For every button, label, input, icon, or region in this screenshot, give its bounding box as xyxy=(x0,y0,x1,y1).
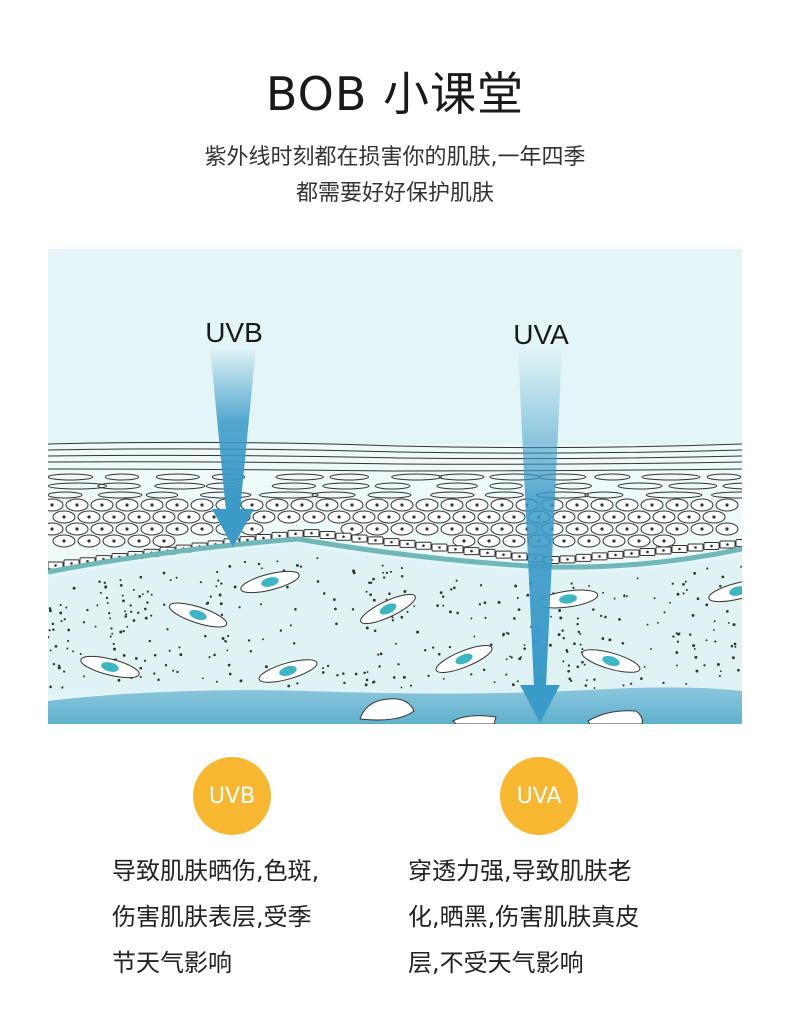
epidermis-layer xyxy=(48,441,742,575)
skin-layers-illustration: UVB UVA xyxy=(48,249,742,724)
fat-cells xyxy=(359,698,643,724)
dermis-layer xyxy=(48,545,742,694)
uvb-badge: UVB xyxy=(193,757,271,835)
subtitle-line-1: 紫外线时刻都在损害你的肌肤,一年四季 xyxy=(204,145,586,170)
page-subtitle: 紫外线时刻都在损害你的肌肤,一年四季 都需要好好保护肌肤 xyxy=(0,140,790,212)
subtitle-line-2: 都需要好好保护肌肤 xyxy=(295,181,494,206)
uva-description: 穿透力强,导致肌肤老 化,晒黑,伤害肌肤真皮 层,不受天气影响 xyxy=(408,857,640,977)
uvb-label: UVB xyxy=(205,317,263,348)
page-title: BOB 小课堂 xyxy=(265,67,525,121)
uva-label: UVA xyxy=(513,319,569,350)
basal-layer-line xyxy=(48,536,742,575)
uva-beam xyxy=(518,347,562,723)
uva-badge: UVA xyxy=(500,757,578,835)
uvb-beam xyxy=(210,347,256,547)
uvb-description: 导致肌肤晒伤,色斑, 伤害肌肤表层,受季 节天气影响 xyxy=(112,857,320,977)
